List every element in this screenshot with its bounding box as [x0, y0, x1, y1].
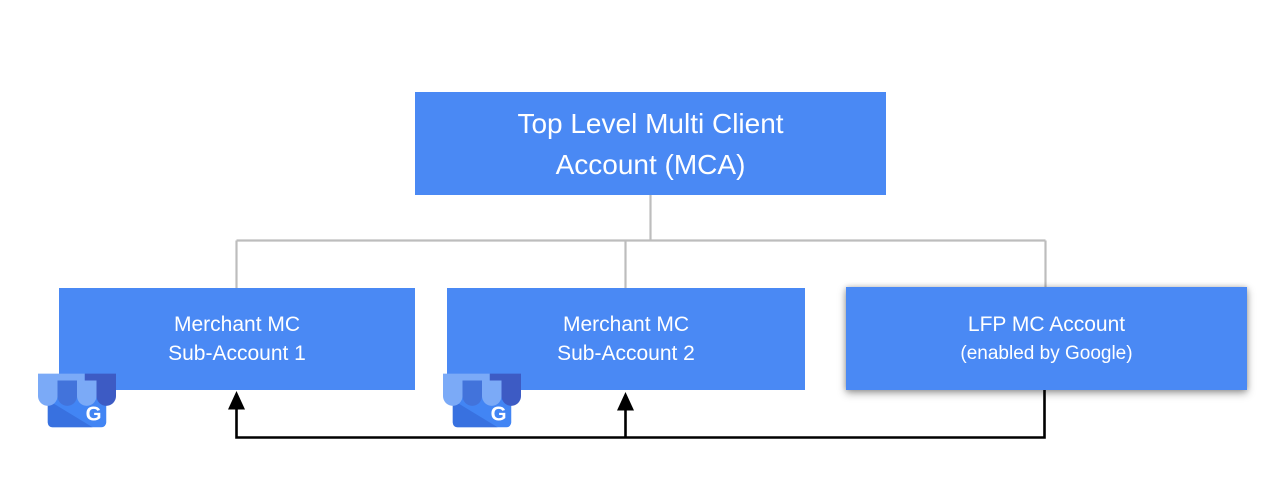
- google-my-business-icon: G: [443, 373, 521, 428]
- node-merchant-sub-account-2: Merchant MC Sub-Account 2: [447, 288, 805, 390]
- node-top-level-mca: Top Level Multi Client Account (MCA): [415, 92, 886, 195]
- awning-bar-dark: [84, 373, 116, 382]
- awning-stripe: [77, 380, 97, 406]
- node-label-line: Top Level Multi Client: [517, 107, 784, 139]
- node-label-line: Sub-Account 2: [557, 342, 695, 365]
- google-my-business-icon: G: [38, 373, 116, 428]
- node-label-line: Merchant MC: [562, 313, 690, 336]
- node-label-line: LFP MC Account: [967, 312, 1126, 336]
- awning-stripe: [482, 380, 502, 406]
- node-merchant-sub-account-1: Merchant MC Sub-Account 1: [59, 288, 415, 390]
- node-label-line: Account (MCA): [555, 148, 746, 180]
- awning-stripe: [57, 380, 77, 406]
- node-lfp-mc-account: LFP MC Account (enabled by Google): [846, 287, 1247, 390]
- arrowhead-up-icon: [617, 392, 634, 411]
- awning-stripe: [96, 380, 116, 406]
- google-g-letter: G: [86, 402, 102, 425]
- awning-stripe: [443, 380, 463, 406]
- node-label-line: (enabled by Google): [960, 342, 1133, 364]
- hierarchy-connector-lines: [235, 195, 1047, 289]
- awning-stripe: [38, 380, 58, 406]
- arrowhead-up-icon: [228, 391, 245, 410]
- awning-bar-light: [38, 373, 85, 382]
- node-label-line: Sub-Account 1: [168, 342, 306, 365]
- google-g-letter: G: [491, 402, 507, 425]
- feed-connector-lines: [235, 390, 1046, 439]
- node-label-line: Merchant MC: [173, 313, 301, 336]
- awning-bar-light: [443, 373, 490, 382]
- awning-stripe: [501, 380, 521, 406]
- awning-bar-dark: [489, 373, 521, 382]
- awning-stripe: [462, 380, 482, 406]
